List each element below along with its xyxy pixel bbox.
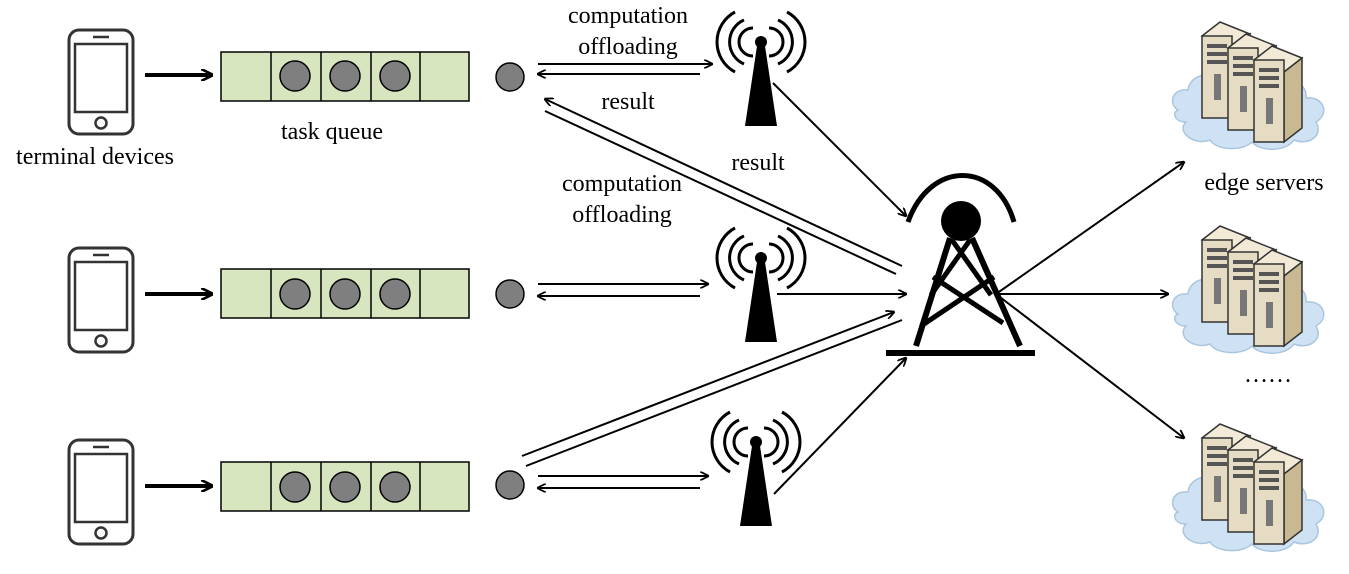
antenna-to-tower-link — [772, 82, 906, 495]
cell-tower-icon — [886, 173, 1035, 356]
edge-servers-label: edge servers — [1204, 170, 1323, 196]
queued-task — [379, 278, 411, 310]
offloading-label-line1: computation — [568, 3, 688, 29]
offloading-label-line2: offloading — [578, 34, 678, 60]
queued-task — [279, 278, 311, 310]
edge-server-icon — [1171, 21, 1325, 151]
task-queue-label: task queue — [281, 119, 383, 145]
queued-task — [379, 471, 411, 503]
antenna-icon — [715, 10, 807, 128]
queued-task — [379, 60, 411, 92]
queued-task — [329, 278, 361, 310]
queued-task — [329, 471, 361, 503]
tower-to-server-link — [995, 162, 1184, 438]
task-queue — [220, 268, 470, 319]
direct-tower-link — [521, 99, 903, 467]
antenna-icon — [715, 226, 807, 344]
offloading-link — [538, 64, 712, 488]
result-label: result — [601, 89, 655, 115]
offloaded-task — [495, 470, 525, 500]
offloading-label-line2: offloading — [572, 202, 672, 228]
edge-server-icon — [1171, 225, 1325, 355]
queued-task — [279, 471, 311, 503]
smartphone-icon — [67, 28, 135, 136]
offloaded-task — [495, 279, 525, 309]
terminal-devices-label: terminal devices — [16, 144, 174, 170]
smartphone-icon — [67, 438, 135, 546]
offloading-label-line1: computation — [562, 171, 682, 197]
queued-task — [329, 60, 361, 92]
offloaded-task — [495, 62, 525, 92]
result-label: result — [731, 150, 785, 176]
queued-task — [279, 60, 311, 92]
edge-server-icon — [1171, 423, 1325, 553]
antenna-icon — [710, 410, 802, 528]
smartphone-icon — [67, 246, 135, 354]
ellipsis-label: …… — [1244, 362, 1292, 388]
task-queue — [220, 461, 470, 512]
task-queue — [220, 51, 470, 102]
